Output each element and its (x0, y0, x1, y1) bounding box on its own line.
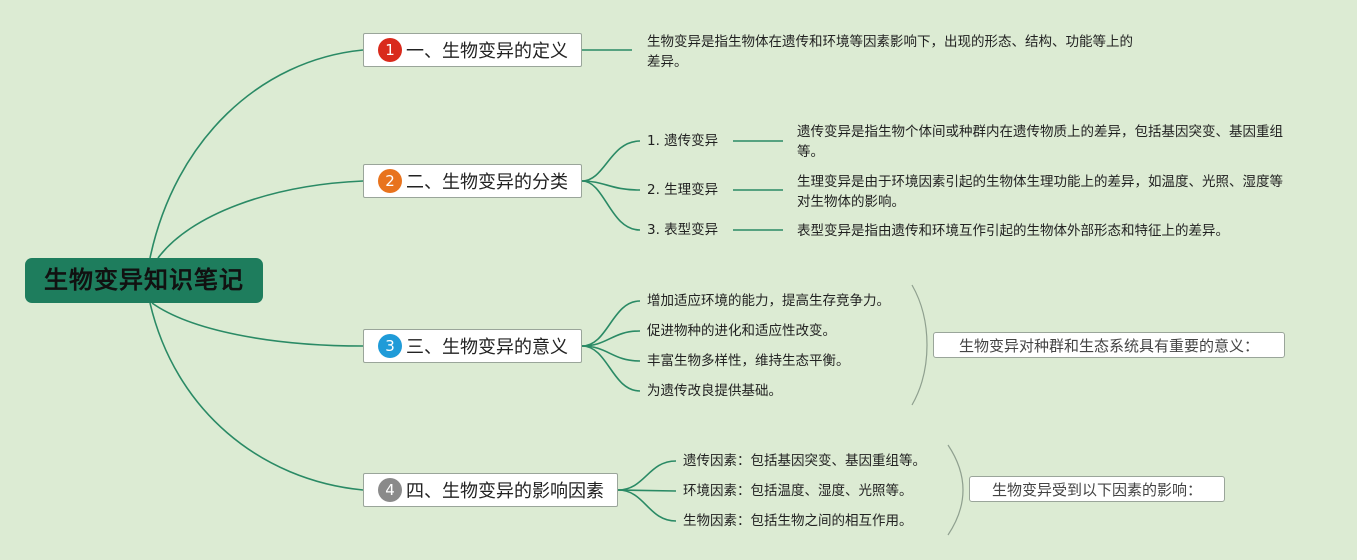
connector-topic2-item3 (581, 180, 641, 231)
subtopic-phenotypic-variation[interactable]: 3. 表型变异 (647, 222, 719, 238)
topic-definition[interactable]: 1 一、生物变异的定义 (363, 33, 582, 67)
definition-text[interactable]: 生物变异是指生物体在遗传和环境等因素影响下，出现的形态、结构、功能等上的差异。 (647, 34, 1133, 70)
significance-item[interactable]: 促进物种的进化和适应性改变。 (647, 323, 836, 339)
badge-2-icon: 2 (378, 169, 402, 193)
connector-root-topic4 (149, 302, 364, 491)
significance-summary[interactable]: 生物变异对种群和生态系统具有重要的意义： (933, 332, 1285, 358)
connector-topic4-item3 (617, 489, 677, 522)
connector-topic2-item2 (581, 180, 641, 191)
connector-root-topic2 (157, 180, 364, 259)
connector-topic3-item1 (581, 300, 641, 347)
badge-4-icon: 4 (378, 478, 402, 502)
significance-item[interactable]: 丰富生物多样性，维持生态平衡。 (647, 353, 850, 369)
factor-item[interactable]: 遗传因素：包括基因突变、基因重组等。 (683, 453, 926, 469)
factors-summary[interactable]: 生物变异受到以下因素的影响： (969, 476, 1225, 502)
connector-topic2-item1 (581, 140, 641, 182)
topic-label: 二、生物变异的分类 (406, 172, 568, 193)
badge-3-icon: 3 (378, 334, 402, 358)
topic-label: 三、生物变异的意义 (406, 337, 568, 358)
topic-label: 一、生物变异的定义 (406, 41, 568, 62)
badge-1-icon: 1 (378, 38, 402, 62)
topic-significance[interactable]: 3 三、生物变异的意义 (363, 329, 582, 363)
summary-bracket-topic3 (911, 284, 928, 406)
root-topic[interactable]: 生物变异知识笔记 (25, 258, 263, 303)
subtopic-physiological-variation[interactable]: 2. 生理变异 (647, 182, 719, 198)
connector-root-topic1 (149, 49, 364, 259)
physiological-variation-detail[interactable]: 生理变异是由于环境因素引起的生物体生理功能上的差异，如温度、光照、湿度等对生物体… (797, 174, 1283, 210)
subtopic-genetic-variation[interactable]: 1. 遗传变异 (647, 133, 719, 149)
connector-root-topic3 (151, 302, 364, 347)
factor-item[interactable]: 环境因素：包括温度、湿度、光照等。 (683, 483, 913, 499)
connector-topic4-item1 (617, 460, 677, 491)
phenotypic-variation-detail[interactable]: 表型变异是指由遗传和环境互作引起的生物体外部形态和特征上的差异。 (797, 223, 1229, 239)
topic-influencing-factors[interactable]: 4 四、生物变异的影响因素 (363, 473, 618, 507)
topic-classification[interactable]: 2 二、生物变异的分类 (363, 164, 582, 198)
summary-bracket-topic4 (947, 444, 964, 536)
connector-topic4-item2 (617, 489, 677, 492)
topic-label: 四、生物变异的影响因素 (406, 481, 604, 502)
significance-item[interactable]: 为遗传改良提供基础。 (647, 383, 782, 399)
connector-topic3-item4 (581, 345, 641, 392)
genetic-variation-detail[interactable]: 遗传变异是指生物个体间或种群内在遗传物质上的差异，包括基因突变、基因重组等。 (797, 124, 1283, 160)
factor-item[interactable]: 生物因素：包括生物之间的相互作用。 (683, 513, 913, 529)
significance-item[interactable]: 增加适应环境的能力，提高生存竞争力。 (647, 293, 890, 309)
